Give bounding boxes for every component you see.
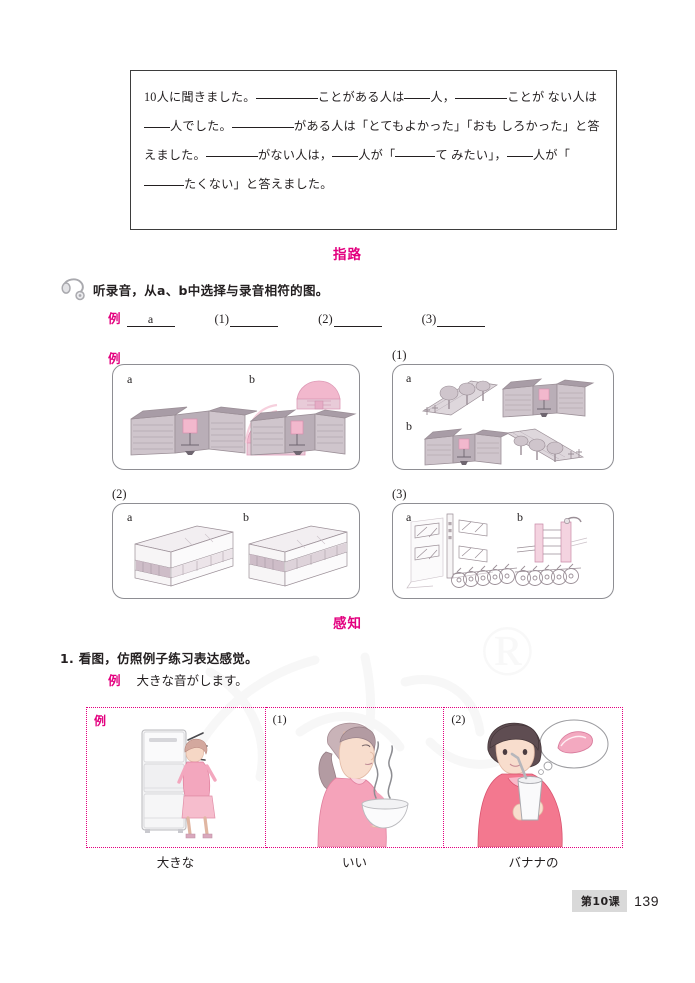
exercise-number: 1. <box>60 651 75 666</box>
answer-input-2[interactable] <box>333 313 382 327</box>
sensation-cell-2[interactable]: (2) <box>444 707 624 848</box>
answer-label-2: (2) <box>318 312 333 326</box>
answer-example-value[interactable]: a <box>126 313 175 327</box>
answer-example-label: 例 <box>108 311 121 326</box>
blank-10[interactable] <box>144 185 184 186</box>
illustration-girl-banana-shake <box>477 719 609 847</box>
picbox-3-option-a[interactable]: a <box>406 510 412 524</box>
sensation-caption-2: バナナの <box>508 856 559 870</box>
blank-8[interactable] <box>395 156 436 157</box>
page-footer: 第10课 139 <box>571 890 659 912</box>
sensation-caption-1: いい <box>341 856 367 870</box>
blank-5[interactable] <box>231 127 294 128</box>
blank-3[interactable] <box>455 98 508 99</box>
illustration-path-and-buildings <box>422 378 595 466</box>
sensation-image-grid: 例 <box>86 707 624 848</box>
writing-line4-c: たくない」と答えました。 <box>184 177 333 191</box>
exercise-example-row: 例 大きな音がします。 <box>108 670 248 689</box>
blank-1[interactable] <box>255 98 318 99</box>
exercise-example-sentence: 大きな音がします。 <box>136 674 248 688</box>
answer-item-3: (3) <box>422 312 486 327</box>
picbox-caption-2: (2) <box>112 487 127 501</box>
illustration-bicycle-parking <box>406 513 588 589</box>
answer-label-3: (3) <box>421 312 437 326</box>
section-title-zhilu: 指路 <box>333 247 362 263</box>
picbox-example-option-a[interactable]: a <box>127 372 133 386</box>
footer-page-number: 139 <box>634 893 659 909</box>
footer-lesson-tab: 第10课 <box>571 890 628 912</box>
answer-item-1: (1) <box>215 312 279 327</box>
writing-box-text: 10人に聞きました。 ことがある人は 人， ことが ない人は人でした。 がある人は「とて… <box>144 83 605 199</box>
sensation-caption-row: 大きな いい バナナの <box>86 852 623 874</box>
picbox-1-option-b[interactable]: b <box>406 419 412 433</box>
writing-line3-a: しろかった」と答えました。 <box>144 119 600 162</box>
picbox-3[interactable]: a b <box>392 503 614 599</box>
listening-answer-row: 例 a (1) (2) (3) <box>108 308 486 327</box>
exercise-example-label: 例 <box>108 673 121 688</box>
writing-line3-c: 人が「 <box>358 148 396 162</box>
illustration-woman-smelling-soup <box>317 722 409 847</box>
writing-line4-a: みたい」， <box>451 148 507 162</box>
illustration-shelf-buildings <box>134 525 348 587</box>
listening-instruction-text: 听录音，从a、b中选择与录音相符的图。 <box>93 282 329 298</box>
writing-line2-b: 人でした。 <box>170 119 232 133</box>
sensation-cell-1[interactable]: (1) <box>265 707 445 848</box>
picbox-1-option-a[interactable]: a <box>406 371 412 385</box>
exercise-instruction: 看图，仿照例子练习表达感觉。 <box>78 651 258 666</box>
picbox-caption-example: 例 <box>108 351 121 366</box>
sensation-caption-example: 大きな <box>156 856 195 870</box>
writing-line4-b: 人が「 <box>532 148 571 162</box>
picbox-example[interactable]: a b <box>112 364 360 470</box>
exercise-heading: 1. 看图，仿照例子练习表达感觉。 <box>60 648 258 667</box>
picbox-caption-3: (3) <box>392 487 407 501</box>
picbox-1[interactable]: a b <box>392 364 614 470</box>
answer-input-3[interactable] <box>437 313 486 327</box>
writing-line1-d: ことが <box>507 90 545 104</box>
writing-box-frame <box>130 70 617 230</box>
picbox-2-option-a[interactable]: a <box>127 510 133 524</box>
illustration-buildings-dome <box>130 380 357 456</box>
writing-line1-a: 10人に聞きました。 <box>144 90 256 104</box>
answer-item-2: (2) <box>318 312 382 327</box>
picbox-3-option-b[interactable]: b <box>517 510 523 524</box>
sensation-cell-example-label: 例 <box>94 714 107 728</box>
picbox-2[interactable]: a b <box>112 503 360 599</box>
writing-practice-box: 10人に聞きました。 ことがある人は 人， ことが ない人は人でした。 がある人は「とて… <box>130 70 617 230</box>
section-title-ganzhi: 感知 <box>333 616 362 632</box>
writing-line1-b: ことがある人は <box>317 90 405 104</box>
picbox-example-option-b[interactable]: b <box>249 372 255 386</box>
listening-instruction-row: 听录音，从a、b中选择与录音相符的图。 <box>60 276 329 302</box>
sensation-cell-2-label: (2) <box>451 712 466 726</box>
writing-line2-c: がある人は「とてもよかった」「おも <box>293 119 498 133</box>
writing-line1-c: 人， <box>430 90 456 104</box>
blank-6[interactable] <box>205 156 258 157</box>
blank-7[interactable] <box>332 156 359 157</box>
writing-line3-b: がない人は， <box>257 148 333 162</box>
picbox-2-option-b[interactable]: b <box>243 510 249 524</box>
sensation-cell-example[interactable]: 例 <box>86 707 266 848</box>
answer-label-1: (1) <box>214 312 230 326</box>
writing-line2-a: ない人は <box>547 90 598 104</box>
blank-9[interactable] <box>506 156 533 157</box>
blank-2[interactable] <box>404 98 431 99</box>
blank-4[interactable] <box>144 127 170 128</box>
headphone-icon <box>61 278 85 301</box>
sensation-cell-1-label: (1) <box>272 712 287 726</box>
writing-line3-d: て <box>435 148 448 162</box>
illustration-refrigerator-loud-noise <box>141 729 217 839</box>
answer-input-1[interactable] <box>230 313 279 327</box>
picbox-caption-1: (1) <box>392 348 407 362</box>
